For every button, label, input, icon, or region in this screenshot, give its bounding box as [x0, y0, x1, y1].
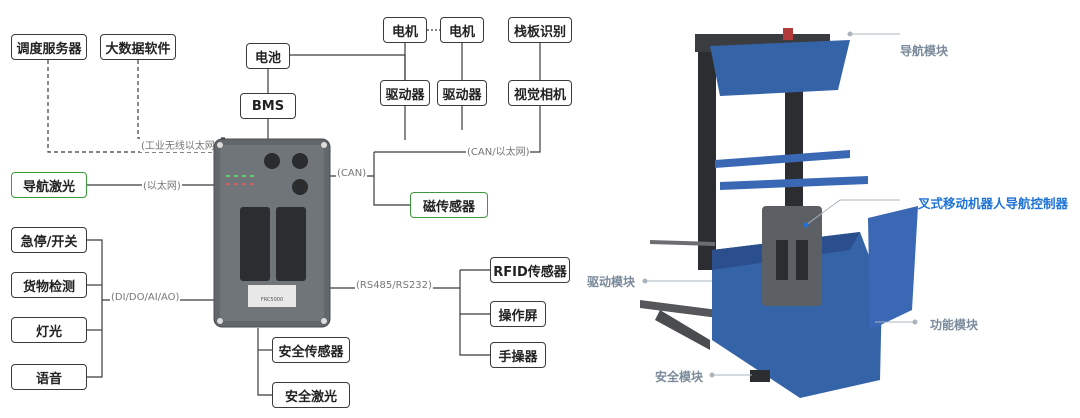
estop-switch-box: 急停/开关 [11, 227, 87, 253]
light-box: 灯光 [11, 317, 87, 343]
safety-sensor-box: 安全传感器 [272, 337, 350, 363]
industrial-wireless-label: (工业无线以太网) [140, 137, 220, 152]
nav-laser-box: 导航激光 [11, 172, 87, 198]
controller-model-text: FRC5000 [261, 297, 283, 303]
pallet-recognition-box: 栈板识别 [508, 17, 572, 43]
big-data-box: 大数据软件 [100, 34, 176, 60]
cargo-detect-box: 货物检测 [11, 272, 87, 298]
handheld-controller-box: 手操器 [490, 342, 546, 368]
can-label: (CAN) [336, 168, 368, 179]
motor-box-2: 电机 [440, 17, 484, 43]
controller-device-image: FRC5000 [213, 138, 331, 328]
motor-box-1: 电机 [383, 17, 427, 43]
magnetic-sensor-box: 磁传感器 [410, 192, 488, 218]
drive-module-callout: 驱动模块 [587, 275, 636, 289]
vision-camera-box: 视觉相机 [508, 80, 572, 106]
operation-screen-box: 操作屏 [490, 301, 546, 327]
bms-box: BMS [240, 93, 296, 119]
nav-module-callout: 导航模块 [900, 44, 949, 58]
controller-callout: 叉式移动机器人导航控制器 [918, 196, 1069, 211]
voice-box: 语音 [11, 364, 87, 390]
safety-laser-box: 安全激光 [272, 382, 350, 408]
io-label: (DI/DO/AI/AO) [110, 292, 181, 303]
driver-box-1: 驱动器 [380, 80, 430, 106]
can-ethernet-label: (CAN/以太网) [466, 143, 531, 158]
dispatch-server-box: 调度服务器 [11, 34, 87, 60]
rs485-label: (RS485/RS232) [355, 280, 433, 291]
rfid-sensor-box: RFID传感器 [490, 257, 570, 283]
driver-box-2: 驱动器 [437, 80, 487, 106]
ethernet-label: (以太网) [142, 177, 182, 192]
safety-module-callout: 安全模块 [655, 370, 704, 384]
forklift-image [640, 28, 918, 398]
function-module-callout: 功能模块 [930, 318, 979, 332]
battery-box: 电池 [246, 43, 290, 69]
